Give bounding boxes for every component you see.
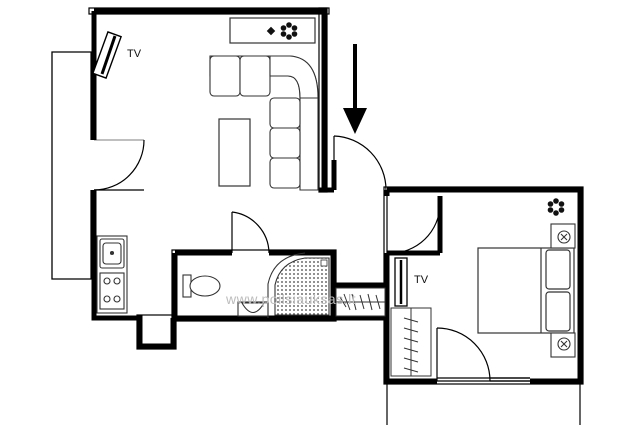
lamp-icon (550, 223, 576, 249)
lamp-icon (550, 332, 576, 358)
watermark-text: www.poilsiauksas.lt (225, 291, 356, 307)
plant-icon (266, 22, 298, 40)
kitchen-counter (96, 235, 128, 314)
arrow-down-icon (343, 44, 367, 134)
walls (91, 8, 583, 384)
sofa-icon (209, 55, 319, 191)
toilet-icon (182, 274, 221, 298)
bed-icon (477, 247, 575, 334)
tv-label-living: TV (127, 48, 142, 60)
stove-icon (99, 272, 125, 310)
doors (93, 135, 491, 382)
balcony-bottom (386, 377, 581, 425)
inner-wall-details (88, 7, 584, 385)
sink-icon (99, 238, 125, 269)
table-icon (218, 118, 251, 187)
bedroom-wardrobe (390, 307, 432, 377)
tv-icon (92, 31, 122, 79)
plant-icon (547, 198, 565, 216)
balcony-left (51, 51, 92, 280)
shower-icon (267, 252, 330, 318)
wardrobe-icon (335, 287, 386, 317)
tv-label-bedroom: TV (414, 274, 429, 286)
tv-icon (394, 257, 408, 307)
